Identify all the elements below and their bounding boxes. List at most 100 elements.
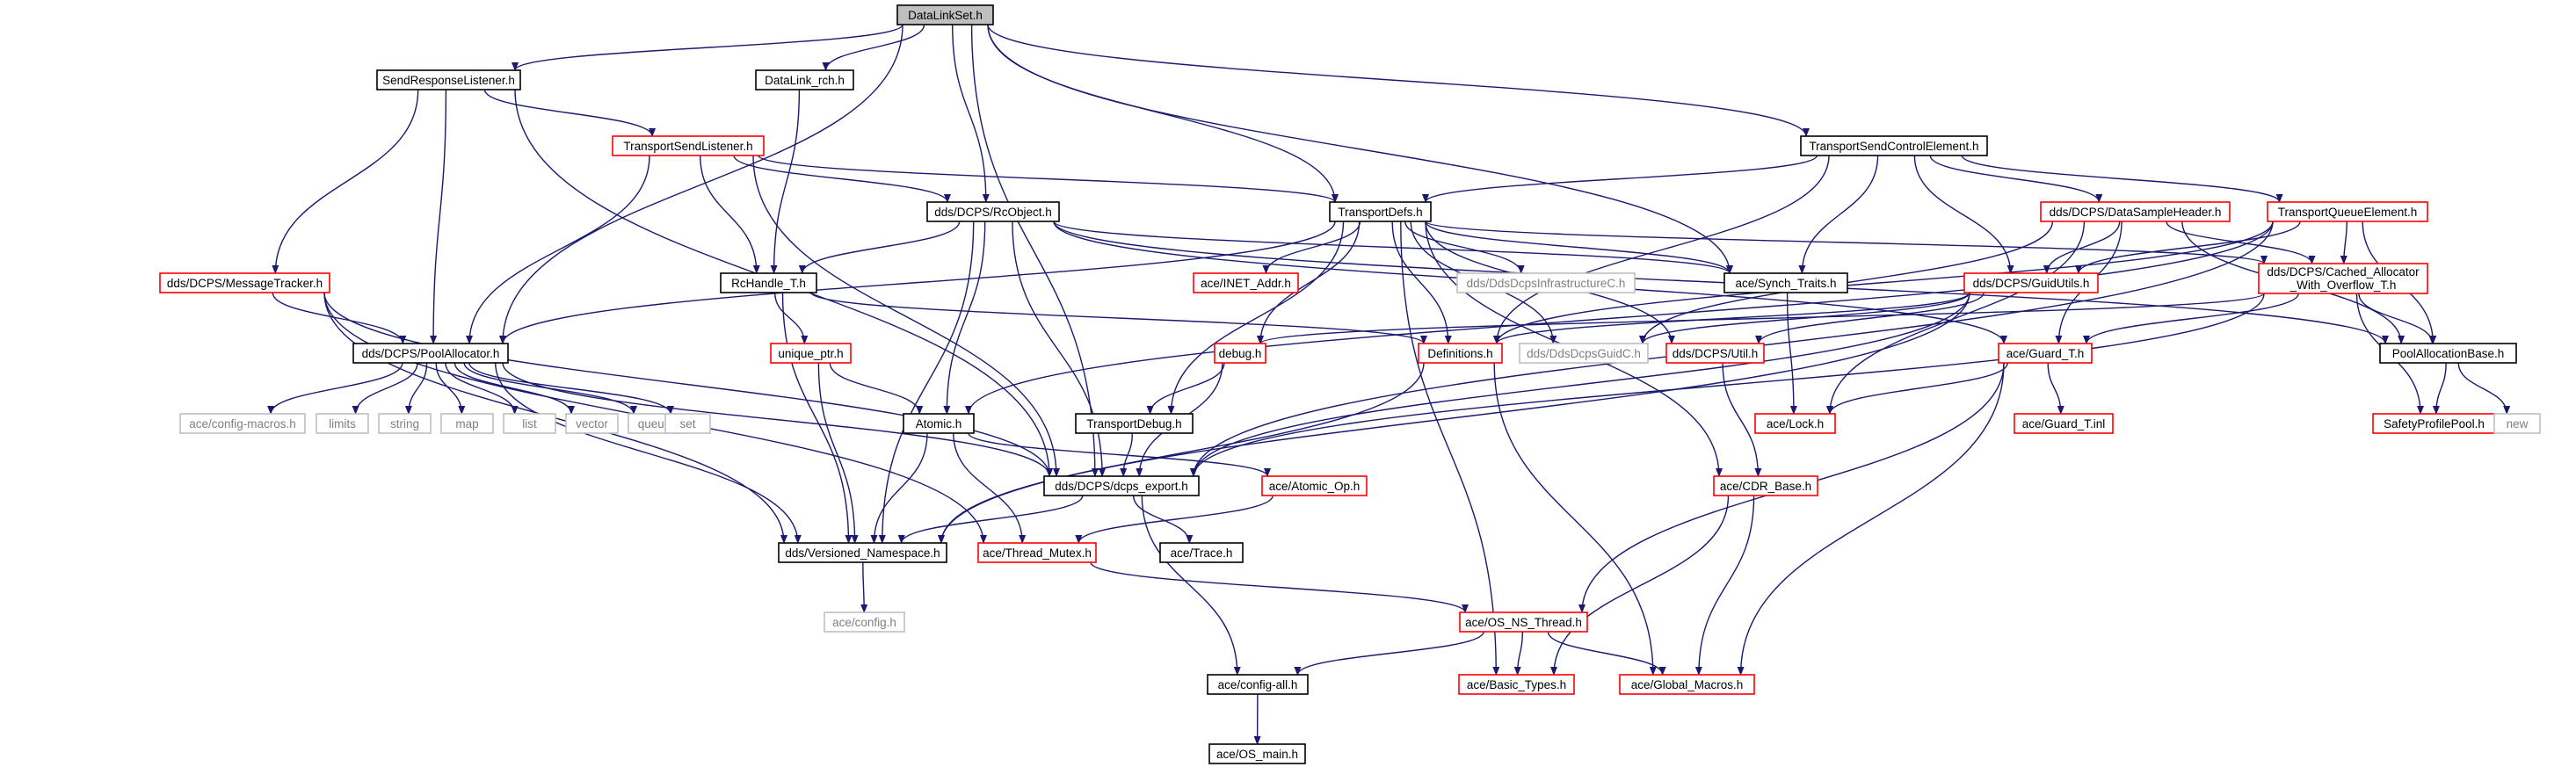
edge-GuidUtils-to-Util [1755, 292, 1985, 344]
node-list: list [503, 413, 556, 434]
node-DataLinkSet[interactable]: DataLinkSet.h [896, 4, 994, 25]
node-TransportSendListener[interactable]: TransportSendListener.h [612, 135, 765, 156]
node-TransportQueueElement[interactable]: TransportQueueElement.h [2267, 201, 2428, 222]
node-box [1519, 343, 1649, 364]
edge-TransportDefs-to-debug [1257, 221, 1361, 344]
node-INET_Addr[interactable]: ace/INET_Addr.h [1193, 272, 1299, 293]
node-box [352, 343, 509, 364]
node-debug[interactable]: debug.h [1214, 343, 1266, 364]
node-label: ace/Trace.h [1171, 546, 1233, 560]
node-box [1800, 135, 1988, 156]
node-label: list [522, 417, 537, 431]
node-box [159, 272, 330, 293]
edge-Synch_Traits-to-Lock [1786, 292, 1797, 415]
edge-Cached_Allocator-to-debug [1257, 293, 2265, 344]
node-PoolAllocator[interactable]: dds/DCPS/PoolAllocator.h [352, 343, 509, 364]
node-RcObject[interactable]: dds/DCPS/RcObject.h [926, 201, 1060, 222]
node-string: string [378, 413, 432, 434]
edge-PoolAllocationBase-to-new [2457, 362, 2511, 415]
node-Util[interactable]: dds/DCPS/Util.h [1665, 343, 1765, 364]
node-vector: vector [565, 413, 619, 434]
edge-Versioned_Namespace-to-config [860, 561, 868, 613]
node-box [1261, 475, 1368, 496]
node-box [1329, 201, 1432, 222]
node-Versioned_Namespace[interactable]: dds/Versioned_Namespace.h [778, 542, 947, 563]
node-label: new [2507, 417, 2529, 431]
node-box [1207, 674, 1309, 695]
node-Definitions[interactable]: Definitions.h [1418, 343, 1503, 364]
node-TransportSendControlElement[interactable]: TransportSendControlElement.h [1800, 135, 1988, 156]
node-box [503, 413, 556, 434]
node-TransportDebug[interactable]: TransportDebug.h [1075, 413, 1194, 434]
node-label: string [390, 417, 419, 431]
node-Atomic_Op[interactable]: ace/Atomic_Op.h [1261, 475, 1368, 496]
node-CDR_Base[interactable]: ace/CDR_Base.h [1713, 475, 1818, 496]
node-Guard_T[interactable]: ace/Guard_T.h [1998, 343, 2093, 364]
edge-OS_NS_Thread-to-Basic_Types [1513, 631, 1523, 676]
node-box [2014, 413, 2114, 434]
node-OS_NS_Thread[interactable]: ace/OS_NS_Thread.h [1459, 611, 1588, 633]
node-GuidUtils[interactable]: dds/DCPS/GuidUtils.h [1963, 272, 2099, 293]
node-label: ace/Basic_Types.h [1467, 678, 1566, 691]
node-Atomic[interactable]: Atomic.h [903, 413, 975, 434]
edge-SendResponseListener-to-TransportSendListener [483, 89, 657, 137]
node-SendResponseListener[interactable]: SendResponseListener.h [376, 69, 521, 90]
edge-TransportSendControlElement-to-GuidUtils [1913, 155, 2014, 274]
node-label: ace/config-macros.h [189, 417, 296, 431]
node-SafetyProfilePool[interactable]: SafetyProfilePool.h [2372, 413, 2496, 434]
edge-TransportSendListener-to-RcHandle_T [700, 155, 760, 274]
node-Guard_T_inl[interactable]: ace/Guard_T.inl [2014, 413, 2114, 434]
node-Global_Macros[interactable]: ace/Global_Macros.h [1619, 674, 1755, 695]
edge-CDR_Base-to-Global_Macros [1694, 495, 1755, 676]
node-limits: limits [316, 413, 369, 434]
node-Thread_Mutex[interactable]: ace/Thread_Mutex.h [977, 542, 1097, 563]
node-RcHandle_T[interactable]: RcHandle_T.h [720, 272, 817, 293]
node-DataLink_rch[interactable]: DataLink_rch.h [755, 69, 854, 90]
edge-PoolAllocator-to-Versioned_Namespace [495, 362, 802, 544]
node-label: TransportSendControlElement.h [1809, 140, 1978, 153]
node-label: dds/DCPS/dcps_export.h [1055, 480, 1188, 493]
node-config_all[interactable]: ace/config-all.h [1207, 674, 1309, 695]
node-box [926, 201, 1060, 222]
node-box [1665, 343, 1765, 364]
edge-Guard_T-to-Global_Macros [1737, 362, 2005, 676]
node-box [1963, 272, 2099, 293]
node-box [1193, 272, 1299, 293]
edge-DataSampleHeader-to-GuidUtils [2043, 221, 2121, 274]
edge-TransportSendControlElement-to-DataSampleHeader [1929, 155, 2103, 203]
node-Cached_Allocator[interactable]: dds/DCPS/Cached_Allocator_With_Overflow_… [2258, 263, 2428, 294]
node-label: limits [329, 417, 356, 431]
node-label: TransportSendListener.h [623, 140, 752, 153]
edge-DataLink_rch-to-RcHandle_T [770, 89, 801, 274]
edge-GuidUtils-to-DdsDcpsGuidC [1639, 292, 1970, 344]
edge-Definitions-to-Global_Macros [1493, 362, 1657, 676]
edge-PoolAllocator-to-set [468, 362, 674, 415]
node-TransportDefs[interactable]: TransportDefs.h [1329, 201, 1432, 222]
node-Basic_Types[interactable]: ace/Basic_Types.h [1458, 674, 1575, 695]
node-box [1456, 272, 1636, 293]
edge-TransportSendListener-to-PoolAllocator [466, 155, 650, 344]
node-Trace[interactable]: ace/Trace.h [1159, 542, 1244, 563]
edge-OS_NS_Thread-to-config_all [1294, 631, 1484, 676]
node-Lock[interactable]: ace/Lock.h [1754, 413, 1836, 434]
node-label: ace/INET_Addr.h [1201, 277, 1291, 290]
node-box [896, 4, 994, 25]
node-MessageTracker[interactable]: dds/DCPS/MessageTracker.h [159, 272, 330, 293]
edge-DataLinkSet-to-RcObject [952, 24, 990, 203]
node-PoolAllocationBase[interactable]: PoolAllocationBase.h [2379, 343, 2517, 364]
edge-RcHandle_T-to-Definitions [810, 292, 1427, 344]
edge-TransportSendControlElement-to-TransportQueueElement [1961, 155, 2283, 203]
edge-TransportSendControlElement-to-Synch_Traits [1798, 155, 1879, 274]
node-DataSampleHeader[interactable]: dds/DCPS/DataSampleHeader.h [2040, 201, 2231, 222]
node-Synch_Traits[interactable]: ace/Synch_Traits.h [1723, 272, 1848, 293]
node-OS_main[interactable]: ace/OS_main.h [1208, 743, 1306, 764]
node-box [1208, 743, 1306, 764]
node-dcps_export[interactable]: dds/DCPS/dcps_export.h [1043, 475, 1200, 496]
edge-Definitions-to-Versioned_Namespace [938, 362, 1425, 544]
node-box [1619, 674, 1755, 695]
node-box [1998, 343, 2093, 364]
edge-RcObject-to-PoolAllocationBase [1053, 221, 2389, 344]
node-unique_ptr[interactable]: unique_ptr.h [770, 343, 852, 364]
node-box [1713, 475, 1818, 496]
node-box [2379, 343, 2517, 364]
